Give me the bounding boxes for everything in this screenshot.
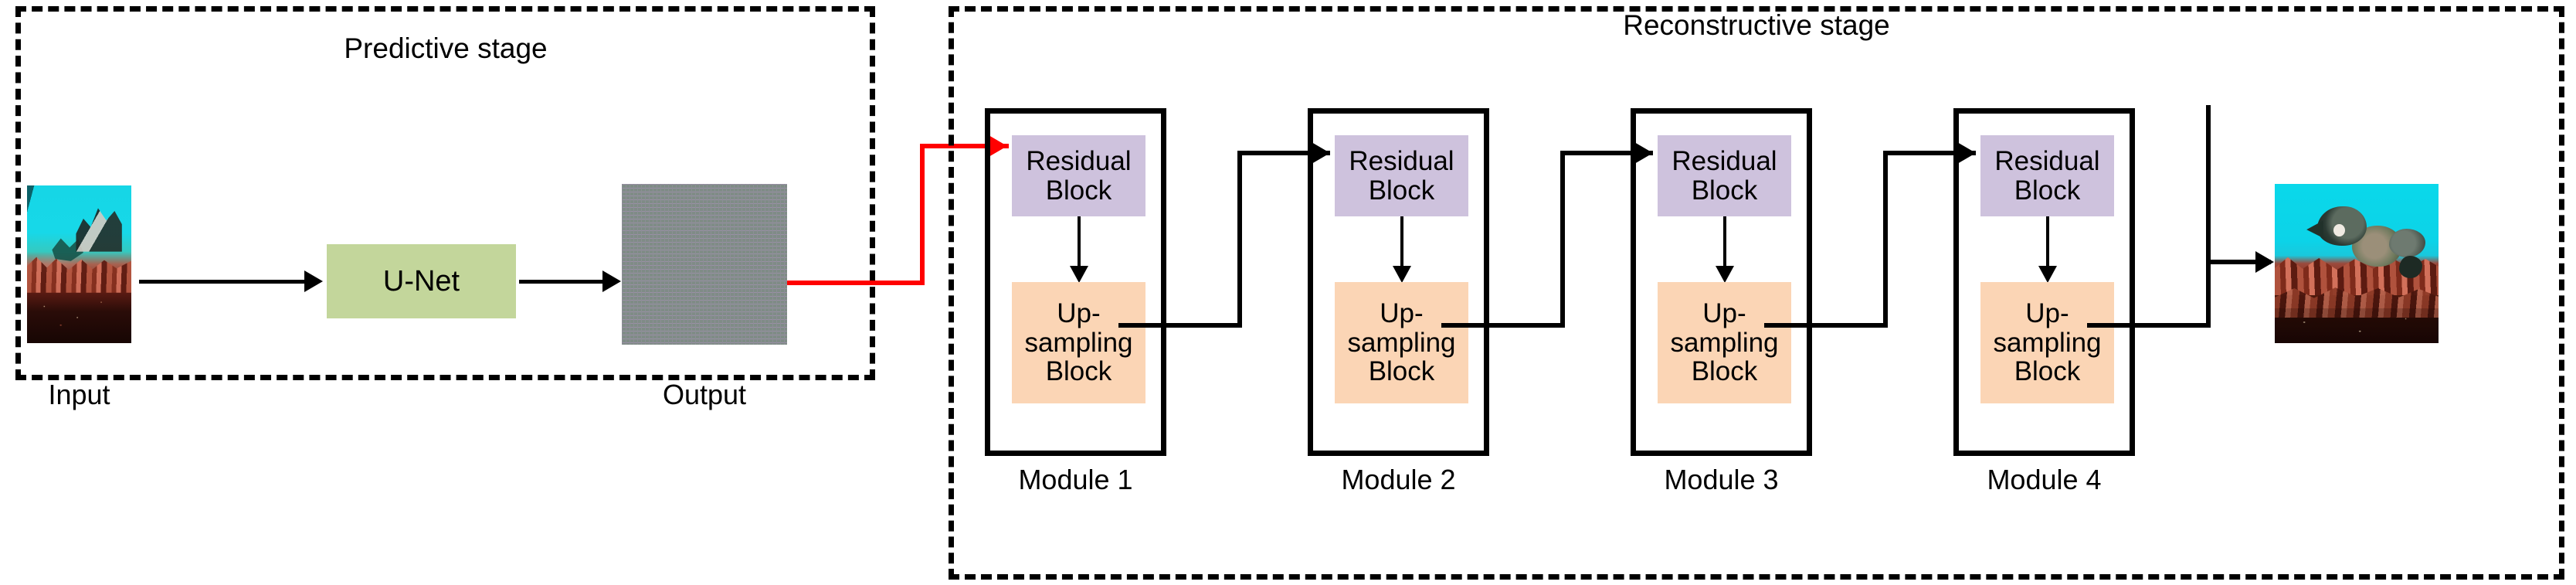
skip-connection-segment-vertical [920,144,925,285]
final-output-fish-c [2389,228,2426,257]
arrow-module4-to-final-vertical [2206,105,2211,328]
arrow-residual-to-upsample-1 [1070,216,1088,283]
final-output-sand [2275,308,2439,343]
connector-3-4-arrowhead [1957,142,1976,164]
connector-2-3-horizontal-upper [1560,151,1653,155]
unet-block: U-Net [327,244,516,318]
module-label-1: Module 1 [1018,464,1133,495]
arrow-module4-to-final-horizontal [2087,323,2211,328]
reconstructive-stage-title: Reconstructive stage [1623,9,1890,41]
input-image [27,185,131,343]
connector-3-4-horizontal-lower [1764,323,1888,328]
final-output-image [2275,184,2439,343]
connector-2-3-vertical [1560,151,1565,328]
connector-3-4-vertical [1883,151,1888,328]
module-label-3: Module 3 [1664,464,1779,495]
arrow-input-to-unet-head [304,270,323,292]
module-label-4: Module 4 [1987,464,2102,495]
skip-connection-arrowhead [989,135,1007,157]
connector-3-4-horizontal-upper [1883,151,1976,155]
predictive-stage-panel [15,6,875,380]
reconstructive-stage-panel [949,6,2564,580]
arrow-module4-corner [2206,105,2211,110]
connector-2-3-arrowhead [1634,142,1653,164]
output-label: Output [662,379,747,410]
input-label: Input [48,379,110,410]
input-image-artifact-a [76,208,122,252]
arrow-residual-to-upsample-4 [2038,216,2057,283]
predictive-stage-title: Predictive stage [344,32,548,64]
skip-connection-segment-horizontal-lower [787,281,925,285]
final-output-fish-d [2399,255,2422,278]
connector-1-2-arrowhead [1312,142,1330,164]
module-label-2: Module 2 [1341,464,1456,495]
connector-1-2-horizontal-lower [1118,323,1242,328]
arrow-final-head [2255,251,2274,273]
arrow-unet-to-output-line [519,280,604,284]
input-image-speckle [33,295,125,331]
skip-connection-segment-horizontal-upper [920,144,1009,148]
connector-1-2-vertical [1237,151,1242,328]
output-noise-image [622,184,787,345]
arrow-input-to-unet-line [139,280,306,284]
final-output-fish-a-eye [2333,223,2346,236]
connector-2-3-horizontal-lower [1441,323,1565,328]
arrow-unet-to-output-head [602,270,621,292]
arrow-residual-to-upsample-3 [1716,216,1734,283]
arrow-residual-to-upsample-2 [1393,216,1411,283]
input-image-coral [27,257,131,293]
arrow-final-line [2209,260,2271,264]
connector-1-2-horizontal-upper [1237,151,1330,155]
